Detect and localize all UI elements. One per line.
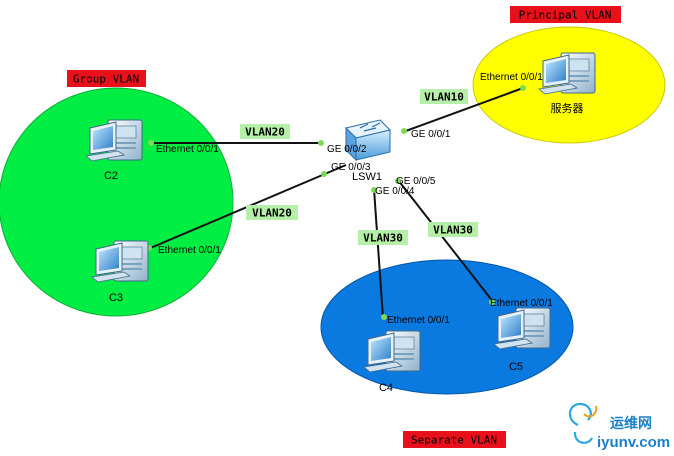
host-name-c5: C5 — [509, 361, 523, 373]
port-dot — [371, 187, 377, 193]
host-name-c3: C3 — [109, 292, 123, 304]
host-c5[interactable]: C5 Ethernet 0/0/1 — [490, 298, 553, 373]
watermark-en: iyunv.com — [597, 434, 670, 451]
switch-port-to-server: GE 0/0/1 — [411, 129, 451, 140]
switch-port-to-c4: GE 0/0/4 — [375, 186, 415, 197]
host-port-c3: Ethernet 0/0/1 — [158, 245, 221, 256]
host-port-c4: Ethernet 0/0/1 — [387, 315, 450, 326]
vlan-tag-c2: VLAN20 — [240, 124, 290, 139]
switch-port-to-c5: GE 0/0/5 — [396, 176, 436, 187]
zone-label-principal: Principal VLAN — [510, 6, 621, 23]
svg-text:Principal VLAN: Principal VLAN — [519, 9, 612, 22]
host-c2[interactable]: C2 Ethernet 0/0/1 — [85, 119, 219, 182]
zone-label-group: Group VLAN — [67, 70, 146, 87]
host-c3[interactable]: C3 Ethernet 0/0/1 — [91, 240, 221, 304]
vlan-tag-server: VLAN10 — [420, 89, 468, 104]
port-dot — [321, 171, 327, 177]
svg-text:VLAN10: VLAN10 — [424, 91, 464, 104]
zone-label-separate: Separate VLAN — [403, 431, 506, 448]
vlan-tag-c4: VLAN30 — [358, 230, 408, 245]
port-dot — [395, 178, 401, 184]
svg-text:Group VLAN: Group VLAN — [73, 73, 139, 86]
svg-text:VLAN30: VLAN30 — [433, 224, 473, 237]
watermark: 运维网 iyunv.com — [568, 402, 670, 451]
host-name-server: 服务器 — [551, 102, 584, 115]
svg-text:Separate VLAN: Separate VLAN — [411, 434, 497, 447]
vlan-tag-c3: VLAN20 — [246, 205, 298, 220]
link-c5 — [397, 179, 495, 304]
switch-port-to-c2: GE 0/0/2 — [327, 144, 367, 155]
port-dot — [520, 85, 526, 91]
port-dot — [401, 128, 407, 134]
host-port-c5: Ethernet 0/0/1 — [490, 298, 553, 309]
link-server — [402, 87, 524, 133]
watermark-cn: 运维网 — [610, 415, 652, 432]
host-port-server: Ethernet 0/0/1 — [480, 72, 543, 83]
port-dot — [381, 314, 387, 320]
switch-name: LSW1 — [352, 171, 382, 183]
svg-text:VLAN30: VLAN30 — [363, 232, 403, 245]
vlan-tag-c5: VLAN30 — [428, 222, 478, 237]
zone-group — [0, 87, 234, 317]
switch-icon[interactable] — [345, 119, 391, 162]
host-server[interactable]: 服务器 Ethernet 0/0/1 — [480, 52, 596, 115]
port-dot — [489, 299, 495, 305]
host-c4[interactable]: C4 Ethernet 0/0/1 — [363, 315, 450, 394]
port-dot — [148, 140, 154, 146]
host-name-c2: C2 — [104, 170, 118, 182]
link-c4 — [373, 188, 384, 319]
host-port-c2: Ethernet 0/0/1 — [156, 144, 219, 155]
host-name-c4: C4 — [379, 382, 393, 394]
switch-port-to-c3: GE 0/0/3 — [331, 162, 371, 173]
port-dot — [318, 140, 324, 146]
svg-text:VLAN20: VLAN20 — [245, 126, 285, 139]
svg-text:VLAN20: VLAN20 — [252, 207, 292, 220]
